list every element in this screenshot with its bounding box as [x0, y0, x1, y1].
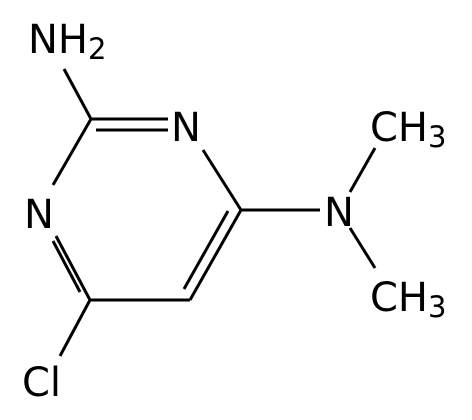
methyl-lower-label: CH3 [370, 275, 446, 324]
bond-c6-n1-double [51, 240, 82, 293]
bond-n-methyl-upper [348, 147, 377, 193]
methyl-upper-label: CH3 [370, 105, 446, 154]
bond-c2-amine [62, 68, 93, 120]
amine-h-count: 2 [88, 32, 106, 66]
methyl-lower-h-count: 3 [428, 290, 446, 324]
bond-c4-c5 [188, 209, 243, 301]
atom-labels: NH2 N N N CH3 CH3 Cl [22, 17, 446, 406]
methyl-upper-h-count: 3 [428, 120, 446, 154]
bond-n1-c2 [51, 118, 93, 186]
dimethyl-n-label: N [324, 190, 354, 236]
chlorine-label: Cl [22, 360, 61, 406]
amine-n-text: NH [28, 17, 88, 63]
amine-label: NH2 [28, 17, 106, 66]
bond-n-methyl-lower [348, 227, 377, 269]
bond-c6-cl [58, 299, 92, 357]
methyl-lower-c-text: CH [370, 275, 428, 321]
bond-c4-c5-double [182, 210, 230, 290]
bond-n3-c4 [201, 149, 243, 211]
ring-n-left-label: N [24, 192, 54, 238]
bond-layer [51, 68, 377, 357]
methyl-upper-c-text: CH [370, 105, 428, 151]
bond-c6-n1 [54, 235, 92, 301]
ring-n-upper-label: N [171, 105, 201, 151]
